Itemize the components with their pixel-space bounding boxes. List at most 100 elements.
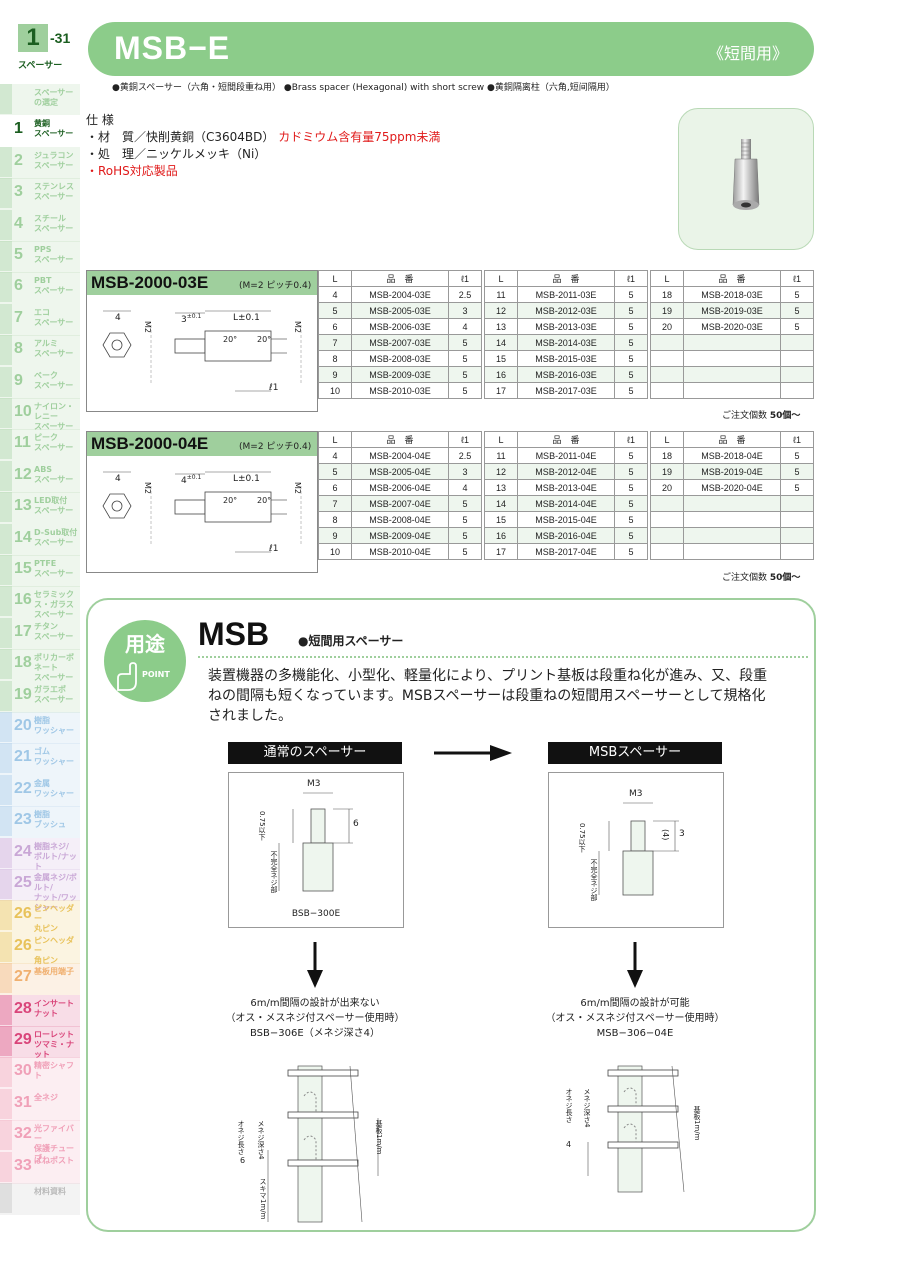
table-cell: 5 — [614, 463, 648, 480]
table-cell: MSB-2010-04E — [351, 543, 449, 560]
sidebar-color-bar — [0, 649, 12, 680]
sidebar-color-bar — [0, 429, 12, 460]
table-cell: MSB-2016-03E — [517, 366, 615, 383]
table-cell: 5 — [780, 318, 814, 335]
arrow-down-icon — [627, 942, 643, 988]
table-cell: 5 — [614, 543, 648, 560]
sidebar-color-bar — [0, 209, 12, 240]
sidebar-color-bar — [0, 900, 12, 931]
sidebar-item-2-2[interactable]: 2 ジュラコン スペーサー — [0, 146, 80, 179]
sidebar-item-number: 22 — [14, 779, 32, 797]
sidebar-item-label: 基板用端子 — [34, 967, 74, 977]
column-header: ℓ1 — [780, 270, 814, 287]
sidebar-item-label: ローレット ツマミ・ナット — [34, 1030, 74, 1059]
sidebar-item-label: ジュラコン スペーサー — [34, 150, 74, 170]
column-header: 品 番 — [683, 431, 781, 448]
spec-block: 仕 様 ・材 質／快削黄銅（C3604BD） カドミウム含有量75ppm未満 ・… — [86, 112, 440, 180]
table-cell — [650, 382, 684, 399]
sidebar-item-number: 10 — [14, 403, 32, 420]
table-row — [650, 382, 814, 399]
sidebar-color-bar — [0, 398, 12, 428]
spec-heading: 仕 様 — [86, 113, 114, 127]
table-cell: MSB-2019-03E — [683, 302, 781, 319]
sidebar-item-label: スチール スペーサー — [34, 213, 74, 233]
usage-body: 装置機器の多機能化、小型化、軽量化により、プリント基板は段重ね化が進み、又、段重… — [208, 668, 768, 724]
sidebar-color-bar — [0, 837, 12, 868]
normal-spacer-label: 通常のスペーサー — [228, 742, 402, 764]
sidebar-item-number: 25 — [14, 874, 32, 891]
table-cell: 18 — [650, 447, 684, 464]
order-note-04E: ご注文個数 50個〜 — [722, 573, 801, 583]
table-cell — [780, 495, 814, 512]
sidebar-item-label: インサート ナット — [34, 998, 74, 1018]
left-assy-e: スキマ1m/m — [259, 1178, 267, 1220]
table-cell: MSB-2005-03E — [351, 302, 449, 319]
sidebar-item-number: 21 — [14, 748, 32, 766]
sidebar-color-bar — [0, 241, 12, 271]
sidebar-item-label: 金属ネジ/ボルト/ ナット/ワッシャー — [34, 873, 77, 912]
arrow-down-icon — [307, 942, 323, 988]
table-cell — [780, 511, 814, 528]
sidebar-item-label: スペーサー の選定 — [34, 88, 74, 107]
left-assy-a: オネジ長さ — [237, 1120, 245, 1155]
sidebar-item-x-0[interactable]: スペーサー の選定 — [0, 84, 80, 116]
table-cell — [650, 366, 684, 383]
left-caption: 6m/m間隔の設計が出来ない（オス・メスネジ付スペーサー使用時）BSB−306E… — [225, 998, 405, 1039]
table-cell: MSB-2008-04E — [351, 511, 449, 528]
table-cell: 17 — [484, 382, 518, 399]
sidebar-item-label: 材料資料 — [34, 1187, 66, 1196]
column-header: 品 番 — [351, 431, 449, 448]
sidebar-item-number: 2 — [14, 151, 23, 169]
sidebar-color-bar — [0, 523, 12, 554]
table-cell: 5 — [614, 495, 648, 512]
column-header: L — [318, 270, 352, 287]
sidebar-item-number: 26 — [14, 936, 32, 954]
sidebar-item-x-35[interactable]: 材料資料 — [0, 1183, 80, 1215]
sidebar-item-number: 16 — [14, 591, 32, 609]
